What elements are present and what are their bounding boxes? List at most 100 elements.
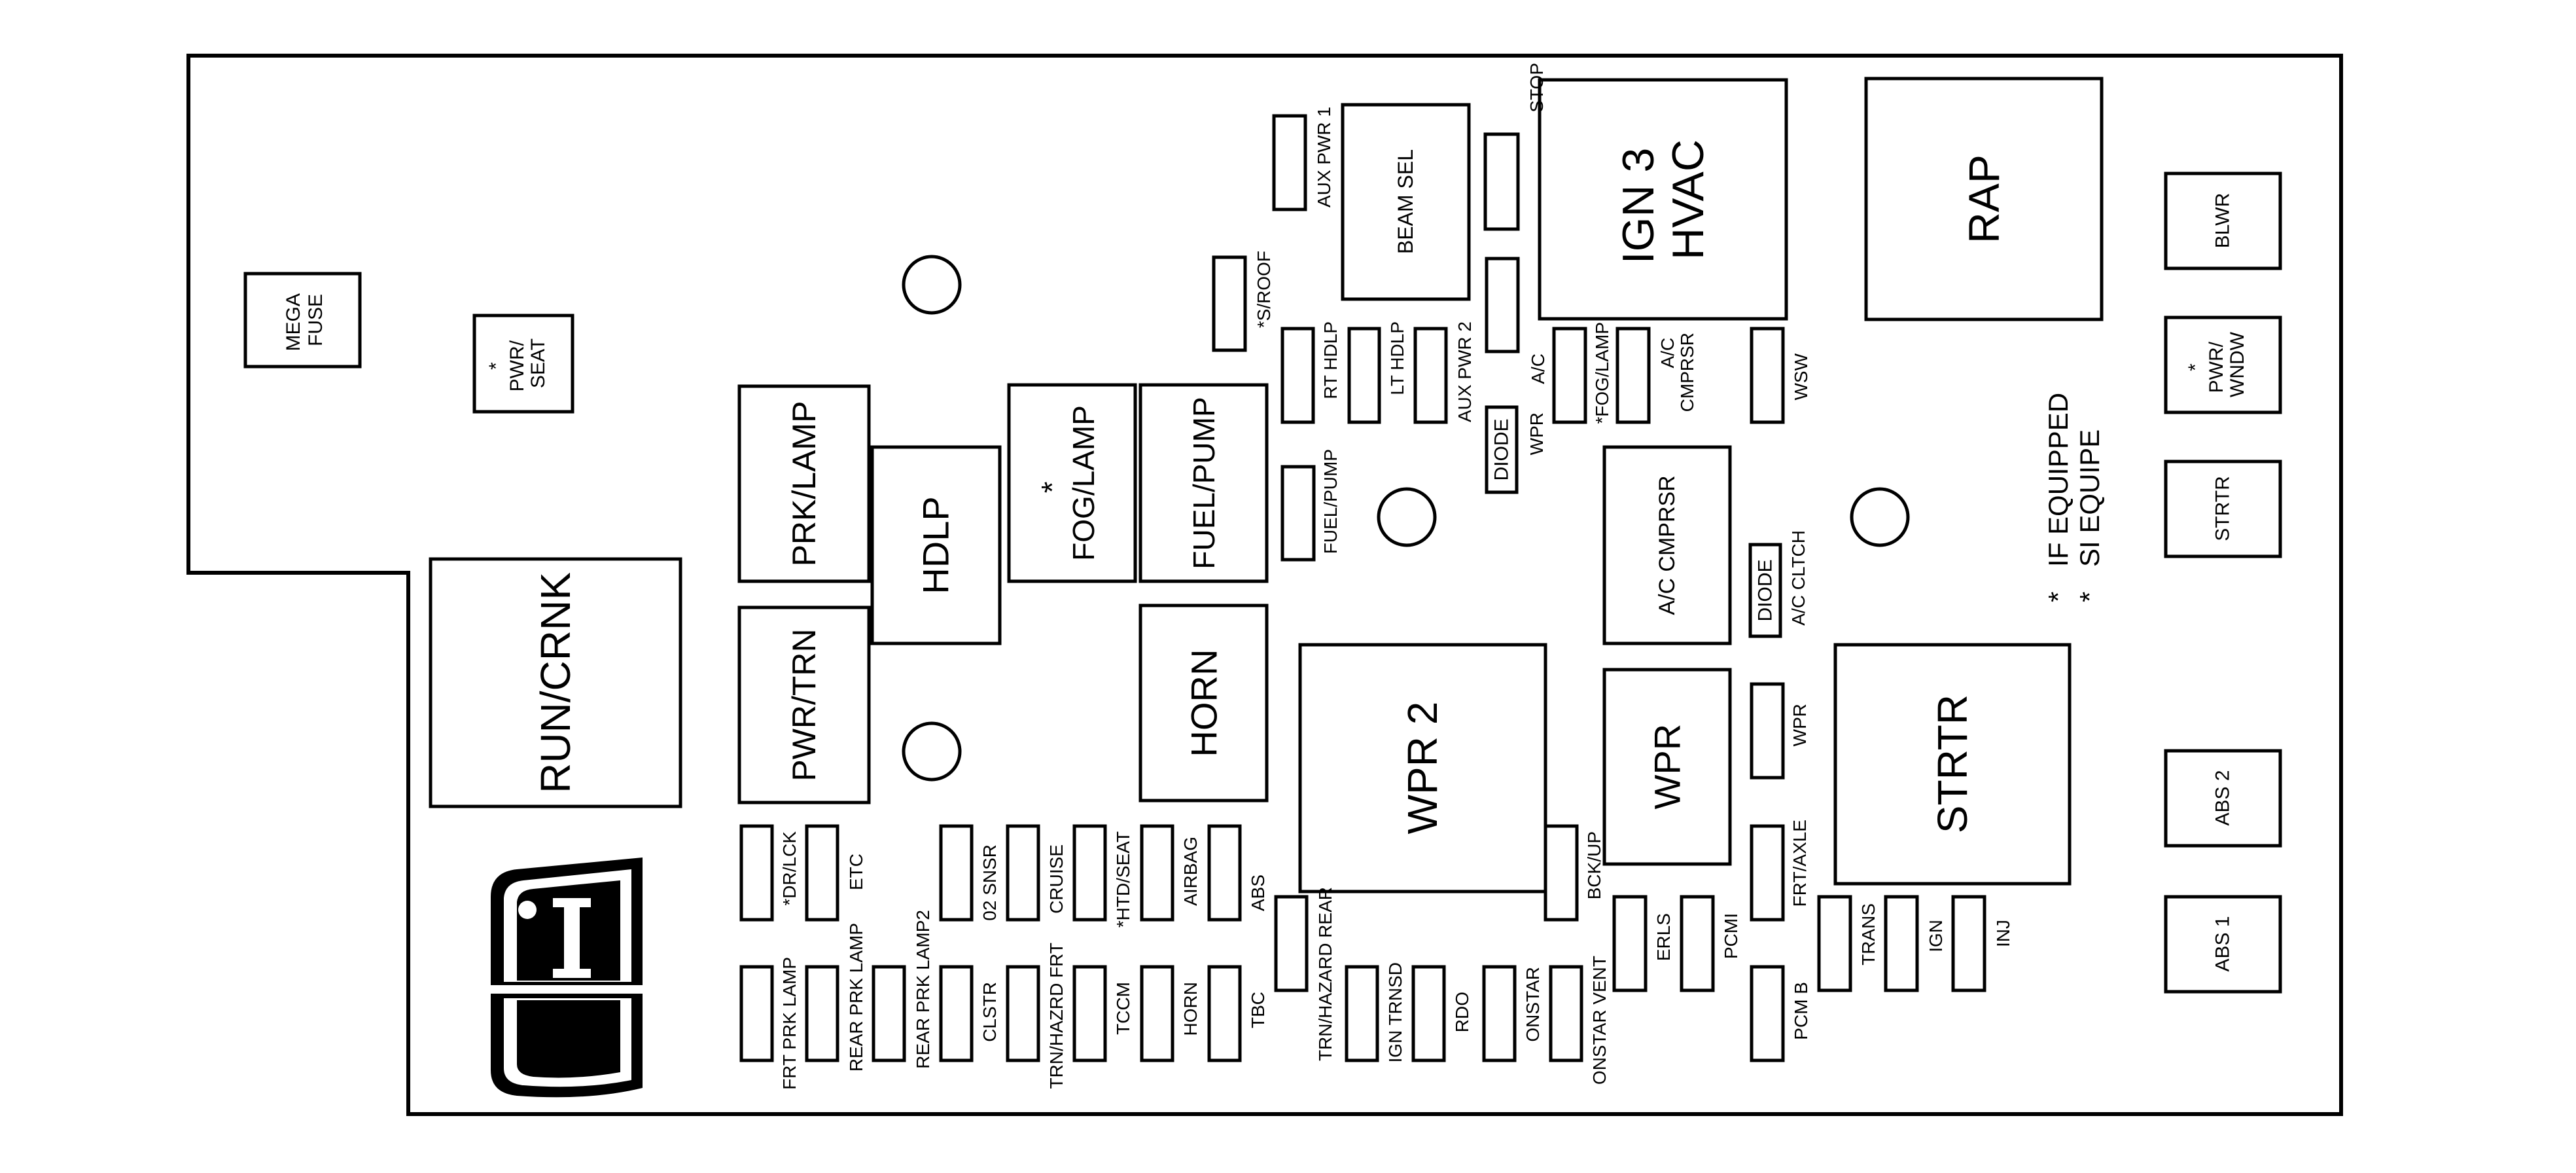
footnote-text-2: SI EQUIPE	[2074, 429, 2105, 567]
fuse-slot-aux-pwr1	[1272, 114, 1307, 211]
fog-lamp-relay: * FOG/LAMP	[1007, 383, 1137, 583]
hvac-label: HVAC	[1663, 139, 1713, 260]
mega-fuse-label-1: MEGA	[283, 293, 304, 351]
diode-mid-label: DIODE	[1755, 559, 1776, 621]
fuse-label-cruise: CRUISE	[1046, 844, 1067, 914]
fuse-slot-cruise	[1006, 824, 1040, 922]
fuse-label-onstar: ONSTAR	[1523, 967, 1543, 1042]
fuse-label-etc: ETC	[846, 854, 866, 890]
ign3-hvac-relay: IGN 3 HVAC	[1538, 78, 1788, 321]
fuse-slot-rear-prk-lamp2	[872, 965, 906, 1062]
pwr-seat-marker: *	[485, 362, 507, 370]
fuse-slot-ign-trnsd	[1345, 965, 1379, 1062]
fuse-slot-wsw	[1750, 327, 1785, 424]
fuse-label-frt-axle: FRT/AXLE	[1790, 820, 1810, 907]
abs1-label: ABS 1	[2212, 916, 2234, 971]
fuse-label-aux-pwr2: AUX PWR 2	[1455, 321, 1475, 422]
rap-relay: RAP	[1864, 77, 2104, 321]
fuse-label-o2-snsr: 02 SNSR	[979, 844, 1000, 921]
footnote-marker-2: *	[2074, 592, 2105, 602]
svg-text:MEGA FUSE: MEGA FUSE	[283, 289, 326, 351]
mounting-hole	[902, 255, 962, 315]
wpr2-relay: WPR 2	[1298, 643, 1547, 893]
fuse-slot-onstar-vent	[1549, 965, 1583, 1062]
fuse-label-s-roof: *S/ROOF	[1254, 251, 1274, 328]
fuse-slots	[739, 114, 1986, 1062]
fuse-label-frt-prk-lamp: FRT PRK LAMP	[779, 957, 800, 1090]
owner-manual-book-icon	[491, 857, 643, 1098]
fuse-slot-frt-prk-lamp	[739, 965, 774, 1062]
blwr-label: BLWR	[2212, 193, 2234, 248]
fuse-slot-o2-snsr	[939, 824, 974, 922]
fog-lamp-marker: *	[1035, 481, 1069, 493]
fuse-label-wpr-top: WPR	[1526, 412, 1547, 455]
pwr-trn-label: PWR/TRN	[786, 628, 822, 781]
mounting-hole	[902, 721, 962, 782]
fuse-slot-aux-pwr2	[1413, 327, 1448, 424]
fuse-slot-stop	[1483, 132, 1520, 231]
strtr-relay: STRTR	[1833, 643, 2072, 886]
diode-mid: DIODE	[1748, 543, 1782, 638]
diode-top-label: DIODE	[1491, 418, 1513, 480]
fuse-slot-rdo	[1411, 965, 1446, 1062]
fuse-slot-wpr-top	[1485, 257, 1520, 353]
blwr-block: BLWR	[2164, 171, 2282, 270]
fuse-label-erls: ERLS	[1653, 913, 1674, 961]
fuse-slot-lt-hdlp	[1347, 327, 1381, 424]
beam-sel-relay: BEAM SEL	[1341, 103, 1471, 301]
fuse-label-ign: IGN	[1926, 920, 1946, 952]
fuse-slot-etc	[805, 824, 839, 922]
fuse-slot-s-roof	[1212, 255, 1247, 352]
horn-relay-label: HORN	[1184, 649, 1225, 757]
fuse-label-airbag: AIRBAG	[1180, 837, 1201, 906]
prk-lamp-relay: PRK/LAMP	[737, 384, 871, 583]
fuse-slot-horn	[1140, 965, 1174, 1062]
pwr-wndw-label-1: PWR/	[2206, 341, 2227, 393]
pwr-seat-label-1: PWR/	[506, 340, 528, 391]
svg-text:IGN 3 HVAC: IGN 3 HVAC	[1614, 135, 1713, 264]
fuse-label-horn: HORN	[1180, 982, 1201, 1036]
fuse-label-pcm-b: PCM B	[1791, 982, 1811, 1040]
fuse-label-tccm: TCCM	[1113, 982, 1133, 1035]
fuse-slot-ac	[1552, 327, 1587, 424]
fuse-label-rdo: RDO	[1452, 992, 1472, 1032]
svg-text:* FOG/LAMP: * FOG/LAMP	[1035, 405, 1101, 561]
run-crnk-label: RUN/CRNK	[532, 572, 579, 793]
diode-top: DIODE	[1485, 405, 1519, 494]
abs2-block: ABS 2	[2164, 749, 2282, 848]
fuse-label-wsw: WSW	[1791, 353, 1811, 400]
fuse-slot-inj	[1951, 895, 1986, 992]
pwr-wndw-block: * PWR/ WNDW	[2164, 316, 2282, 414]
pwr-wndw-marker: *	[2185, 363, 2206, 371]
fuse-label-lt-hdlp: LT HDLP	[1387, 321, 1407, 395]
fuse-label-trn-hazrd-frt: TRN/HAZRD FRT	[1046, 943, 1067, 1089]
rap-label: RAP	[1960, 154, 2008, 244]
run-crnk-relay: RUN/CRNK	[429, 557, 682, 808]
footnote: * IF EQUIPPED * SI EQUIPE	[2043, 393, 2105, 602]
ign3-label: IGN 3	[1614, 148, 1663, 264]
pwr-seat-block: * PWR/ SEAT	[472, 314, 574, 414]
fuse-label-onstar-vent: ONSTAR VENT	[1589, 956, 1610, 1085]
fuse-slot-htd-seat	[1072, 824, 1107, 922]
pwr-wndw-label-2: WNDW	[2227, 331, 2248, 397]
hdlp-label: HDLP	[915, 496, 957, 594]
wpr2-label: WPR 2	[1399, 702, 1446, 835]
fuel-pump-relay: FUEL/PUMP	[1138, 383, 1269, 583]
fuse-label-fog-lamp: *FOG/LAMP	[1592, 322, 1612, 424]
fuse-label-clstr: CLSTR	[979, 982, 1000, 1042]
strtr-small-label: STRTR	[2212, 476, 2234, 541]
fuse-label-ign-trnsd: IGN TRNSD	[1385, 962, 1405, 1063]
footnote-marker-1: *	[2043, 592, 2073, 602]
ac-cmprsr-relay-label: A/C CMPRSR	[1655, 475, 1680, 615]
fuse-label-wpr-mid: WPR	[1790, 704, 1810, 746]
fuse-slot-rt-hdlp	[1280, 327, 1315, 424]
horn-relay: HORN	[1138, 604, 1269, 803]
fuse-label-tbc: TBC	[1248, 992, 1268, 1028]
fuse-label-bck-up: BCK/UP	[1584, 831, 1604, 899]
fuse-slot-trn-hazard-rear	[1274, 895, 1309, 992]
fuse-slot-fog-lamp	[1615, 327, 1651, 424]
fuse-slot-fuel-pump	[1280, 465, 1316, 562]
mounting-hole	[1377, 487, 1437, 547]
fuse-label-ac: A/C	[1528, 353, 1548, 384]
fuse-slot-tccm	[1072, 965, 1107, 1062]
